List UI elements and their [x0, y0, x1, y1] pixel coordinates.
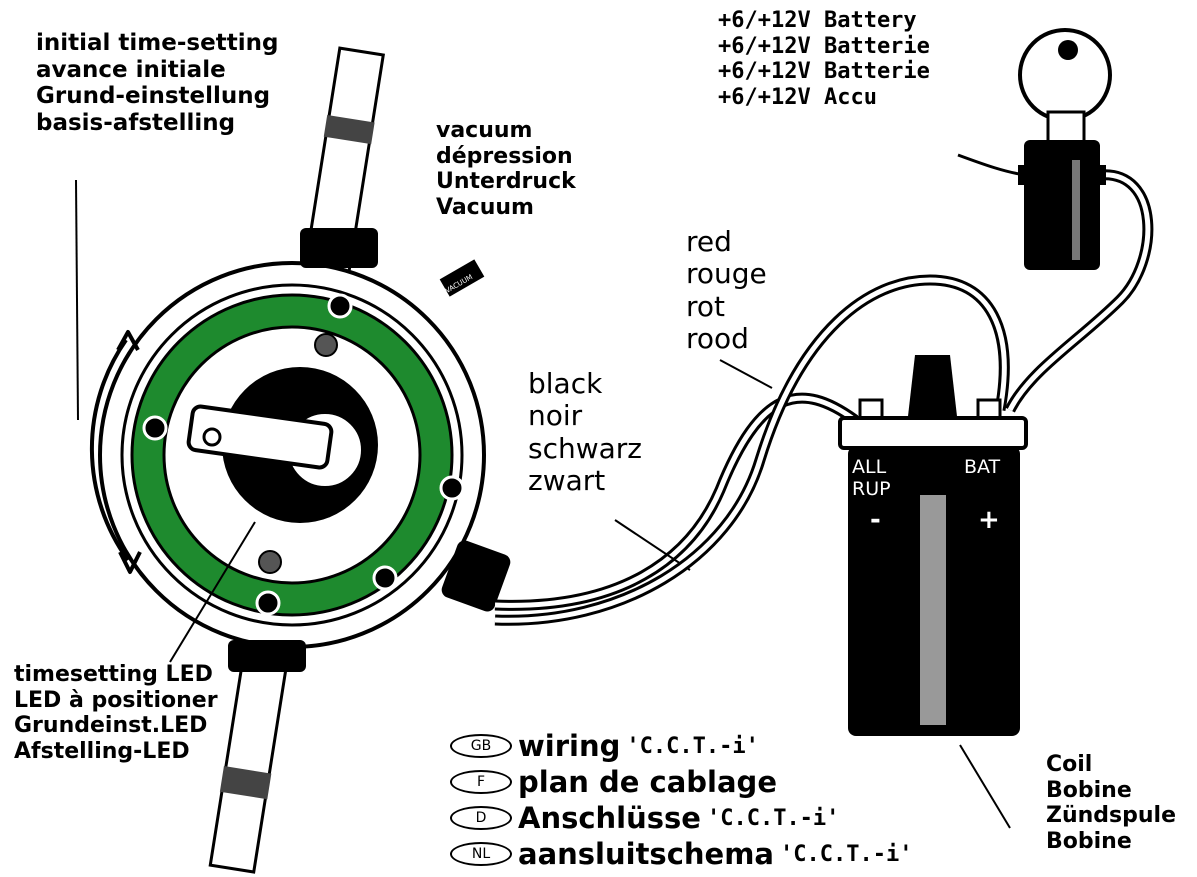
- battery-label: +6/+12V Battery +6/+12V Batterie +6/+12V…: [718, 8, 930, 110]
- black-wire-label: black noir schwarz zwart: [528, 367, 642, 498]
- language-legend: GB wiring 'C.C.T.-i' F plan de cablage D…: [450, 728, 912, 872]
- coil-terminal-bat: BAT: [964, 456, 1001, 478]
- legend-text-nl: aansluitschema: [518, 837, 774, 871]
- coil-minus-sign: -: [870, 505, 881, 535]
- vacuum-label: vacuum dépression Unterdruck Vacuum: [436, 118, 576, 220]
- legend-badge-d: D: [450, 806, 512, 830]
- lower-rod: [208, 636, 292, 874]
- red-wire-label: red rouge rot rood: [686, 225, 767, 356]
- legend-row-nl: NL aansluitschema 'C.C.T.-i': [450, 836, 912, 872]
- legend-code-gb: 'C.C.T.-i': [626, 733, 759, 759]
- legend-row-gb: GB wiring 'C.C.T.-i': [450, 728, 912, 764]
- distributor: [98, 228, 511, 672]
- legend-row-f: F plan de cablage: [450, 764, 912, 800]
- coil-terminal-rup: RUP: [852, 478, 891, 500]
- legend-badge-nl: NL: [450, 842, 512, 866]
- legend-text-d: Anschlüsse: [518, 801, 701, 835]
- ignition-switch: [1018, 28, 1112, 270]
- led-label: timesetting LED LED à positioner Grundei…: [14, 662, 218, 764]
- legend-code-nl: 'C.C.T.-i': [780, 841, 913, 867]
- legend-code-d: 'C.C.T.-i': [706, 805, 840, 831]
- leader-lines: [75, 179, 1011, 829]
- legend-badge-gb: GB: [450, 734, 512, 758]
- legend-text-f: plan de cablage: [518, 765, 777, 799]
- legend-row-d: D Anschlüsse 'C.C.T.-i': [450, 800, 912, 836]
- coil-label: Coil Bobine Zündspule Bobine: [1046, 752, 1176, 854]
- legend-text-gb: wiring: [518, 729, 621, 763]
- coil-plus-sign: +: [978, 505, 1000, 535]
- ignition-coil: [838, 355, 1028, 736]
- initial-timesetting-label: initial time-setting avance initiale Gru…: [36, 30, 279, 137]
- legend-badge-f: F: [450, 770, 512, 794]
- coil-terminal-all: ALL: [852, 456, 887, 478]
- rotation-arrow: [89, 330, 142, 574]
